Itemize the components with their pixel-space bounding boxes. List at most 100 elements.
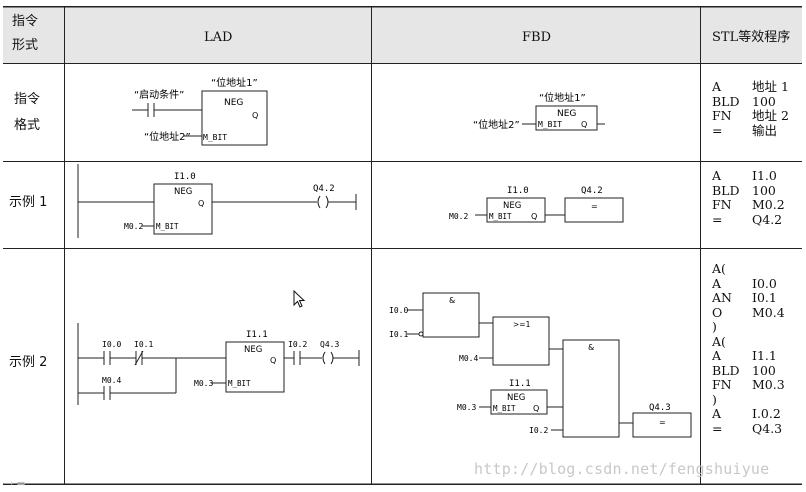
row-label-example2: 示例 2: [9, 355, 48, 370]
stl-op: ): [712, 391, 717, 407]
header-instruction-form-line1: 指令: [12, 14, 39, 29]
lad-ex2-coil: Q4.3: [320, 340, 339, 349]
lad-ex1-q: Q: [198, 199, 204, 208]
fbd-ex1-mbit: M_BIT: [489, 212, 512, 221]
stl-line: A I1.0: [712, 168, 785, 184]
lad-ex2-mem: M0.3: [194, 379, 213, 388]
lad-ex1-neg: NEG: [174, 187, 192, 197]
stl-op: ): [712, 319, 717, 334]
stl-op: A: [712, 79, 722, 94]
stl-arg: 输出: [752, 122, 778, 138]
lad-example1-diagram: I1.0 NEG Q Q4.2 M0.2 M_BIT: [77, 164, 357, 238]
stl-op: =: [712, 122, 723, 138]
stl-line: = Q4.3: [712, 420, 785, 437]
lad-ex1-mem: M0.2: [124, 222, 143, 231]
fbd-ex1-mem: M0.2: [449, 212, 468, 221]
instruction-table-grid: [3, 6, 802, 485]
fbd-ex2-assign-addr: Q4.3: [649, 403, 671, 413]
fbd-ex2-addr: I1.1: [509, 379, 531, 389]
lad-ex2-c1: I0.0: [102, 340, 121, 349]
lad-example2-diagram: I0.0 I0.1 M0.4 I1.1 NEG Q M0.3 M_BIT I0.…: [77, 323, 360, 405]
fbd-example2-diagram: I0.0 I0.1 & >=1 M0.4 & I1.1 NEG M_BIT Q …: [389, 292, 692, 438]
lad-ex2-c4: I0.2: [288, 340, 307, 349]
row-label-format-line1: 指令: [14, 92, 41, 107]
stl-line: BLD 100: [712, 362, 785, 379]
arrow-glyphs-icon: → ⇒: [4, 477, 26, 490]
stl-line: A I0.0: [712, 275, 785, 292]
stl-line: A(: [712, 334, 785, 350]
stl-arg: I.0.2: [752, 406, 781, 421]
stl-arg: 100: [752, 182, 776, 198]
fbd-addr1: “位地址1”: [539, 91, 586, 104]
fbd-ex2-in4: I0.2: [529, 426, 548, 435]
stl-arg: I1.0: [752, 168, 777, 183]
stl-op: =: [712, 420, 723, 436]
stl-line: BLD 100: [712, 93, 789, 110]
stl-line: ): [712, 391, 785, 408]
stl-op: FN: [712, 377, 732, 392]
lad-ex2-c3: M0.4: [102, 376, 121, 385]
stl-op: FN: [712, 108, 732, 123]
stl-line: A 地址 1: [712, 79, 789, 95]
fbd-ex2-or1: >=1: [513, 320, 531, 329]
fbd-ex2-q: Q: [533, 404, 539, 413]
fbd-ex2-in1: I0.0: [389, 306, 408, 315]
fbd-neg-label: NEG: [557, 109, 576, 119]
stl-line: ): [712, 319, 785, 335]
stl-arg: I0.0: [752, 275, 777, 291]
header-cell-bg: [64, 6, 371, 63]
lad-q-label: Q: [252, 111, 258, 120]
fbd-ex1-assign-addr: Q4.2: [581, 186, 603, 196]
stl-line: = Q4.2: [712, 211, 785, 228]
stl-op: A: [712, 406, 722, 421]
lad-ex1-addr: I1.0: [174, 172, 196, 182]
stl-op: BLD: [712, 93, 740, 109]
stl-op: BLD: [712, 362, 740, 378]
lad-ex1-mbit: M_BIT: [156, 222, 179, 231]
stl-arg: M0.2: [752, 197, 785, 212]
fbd-ex1-neg: NEG: [503, 201, 521, 211]
header-cell-bg: [371, 6, 700, 63]
stl-op: A: [712, 348, 722, 363]
stl-arg: 100: [752, 362, 776, 378]
lad-addr1: “位地址1”: [211, 76, 258, 89]
lad-ex1-coil: Q4.2: [313, 184, 335, 194]
stl-op: FN: [712, 197, 732, 212]
stl-arg: Q4.3: [752, 420, 783, 436]
header-instruction-form-line2: 形式: [12, 38, 39, 53]
mouse-cursor-icon: [293, 290, 306, 308]
fbd-q-label: Q: [581, 120, 587, 129]
stl-op: BLD: [712, 182, 740, 198]
fbd-addr2: “位地址2”: [473, 118, 520, 131]
fbd-ex2-in3: M0.4: [459, 354, 478, 363]
header-stl: STL等效程序: [712, 30, 791, 45]
header-fbd: FBD: [522, 30, 551, 45]
stl-arg: 100: [752, 93, 776, 109]
stl-op: AN: [712, 290, 732, 305]
lad-mbit-label: M_BIT: [203, 133, 227, 142]
header-cell-bg: [3, 6, 64, 63]
fbd-ex1-addr: I1.0: [507, 186, 529, 196]
fbd-example1-diagram: I1.0 NEG M_BIT Q M0.2 Q4.2 =: [449, 186, 624, 223]
stl-op: A: [712, 275, 722, 291]
stl-op: =: [712, 211, 723, 227]
fbd-ex2-and2: &: [588, 343, 594, 352]
stl-arg: Q4.2: [752, 211, 783, 227]
lad-addr2: “位地址2”: [144, 130, 191, 143]
stl-arg: I1.1: [752, 348, 777, 363]
fbd-format-diagram: “位地址1” NEG M_BIT Q “位地址2”: [473, 91, 605, 131]
stl-arg: 地址 1: [752, 79, 789, 94]
stl-line: BLD 100: [712, 182, 785, 199]
fbd-ex2-assign: =: [659, 418, 666, 427]
fbd-ex1-q: Q: [531, 212, 537, 221]
stl-op: A: [712, 168, 722, 183]
lad-ex2-addr: I1.1: [246, 330, 268, 340]
lad-start-condition: “启动条件”: [134, 88, 184, 101]
fbd-ex1-assign: =: [591, 202, 598, 211]
